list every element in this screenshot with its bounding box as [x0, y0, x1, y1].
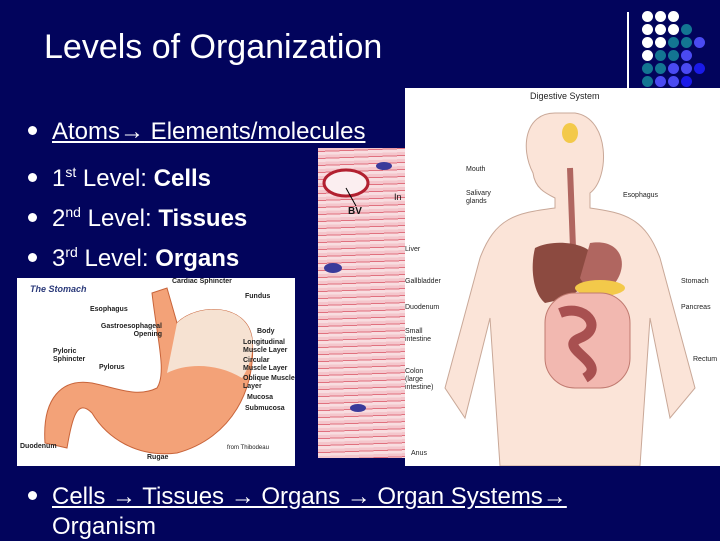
decorative-dot — [668, 24, 679, 35]
image-label: Duodenum — [405, 304, 440, 311]
decorative-dot — [668, 63, 679, 74]
decorative-dot — [668, 11, 679, 22]
decorative-dot — [642, 11, 653, 22]
decorative-dot — [681, 50, 692, 61]
bullet-icon — [28, 213, 37, 223]
decorative-dot — [642, 76, 653, 87]
image-label: Circular Muscle Layer — [243, 357, 288, 372]
level-number: 3 — [52, 245, 66, 272]
summary-link[interactable]: Cells → Tissues → Organs → Organ Systems… — [52, 483, 567, 510]
cardiac-muscle-image: BV In — [318, 148, 406, 458]
image-label: Pancreas — [681, 304, 711, 311]
decorative-dot — [681, 24, 692, 35]
digestive-system-image: Digestive System Mouth Salivary glands E… — [405, 88, 720, 466]
decorative-dot — [655, 37, 666, 48]
image-label: from Thibodeau — [227, 445, 269, 451]
ordinal: nd — [65, 204, 81, 220]
link-elements[interactable]: Elements/molecules — [144, 118, 366, 145]
decorative-dot — [681, 76, 692, 87]
bullet-level-2: 2nd Level: Tissues — [28, 198, 247, 233]
image-label: Fundus — [245, 293, 271, 300]
level-name: Cells — [153, 165, 212, 192]
image-label: Mouth — [466, 166, 486, 173]
decorative-dot — [668, 50, 679, 61]
decorative-dot — [642, 63, 653, 74]
image-label: Gallbladder — [405, 278, 441, 285]
image-label: Anus — [411, 450, 427, 457]
image-label: Body — [257, 328, 275, 335]
image-title: The Stomach — [30, 284, 87, 294]
image-label: Submucosa — [245, 405, 285, 412]
link-atoms[interactable]: Atoms — [52, 118, 121, 145]
decorative-dot — [655, 24, 666, 35]
image-label: Rugae — [147, 454, 169, 461]
image-label: Colon (large intestine) — [405, 368, 434, 391]
decorative-divider — [627, 12, 629, 90]
decorative-dot — [668, 76, 679, 87]
decorative-dot — [681, 63, 692, 74]
decorative-dot — [681, 37, 692, 48]
bullet-atoms: Atoms→ Elements/molecules — [28, 118, 365, 146]
decorative-dot — [642, 37, 653, 48]
image-label: Stomach — [681, 278, 709, 285]
decorative-dot — [655, 11, 666, 22]
arrow-icon: → — [120, 118, 145, 145]
level-name: Organs — [155, 245, 240, 272]
image-label: Oblique Muscle Layer — [243, 375, 295, 390]
level-number: 1 — [52, 165, 66, 192]
image-label: Duodenum — [20, 443, 57, 450]
level-label: Level: — [80, 205, 159, 232]
decorative-dot — [668, 37, 679, 48]
image-label: Esophagus — [90, 306, 128, 313]
image-label: Salivary glands — [466, 190, 491, 205]
bullet-level-1: 1st Level: Cells — [28, 158, 211, 193]
decorative-dot — [655, 63, 666, 74]
image-label: BV — [348, 206, 362, 217]
bullet-icon — [28, 253, 37, 263]
image-label: Rectum — [693, 356, 718, 363]
bullet-icon — [28, 491, 37, 501]
level-name: Tissues — [158, 205, 248, 232]
level-label: Level: — [77, 245, 156, 272]
ordinal: st — [65, 164, 77, 180]
level-label: Level: — [76, 165, 154, 192]
decorative-dot — [694, 63, 705, 74]
decorative-dot — [655, 50, 666, 61]
image-label: Liver — [405, 246, 421, 253]
stomach-image: The Stomach Cardiac Sphincter Fundus Eso… — [17, 278, 295, 466]
image-label: Mucosa — [247, 394, 274, 401]
image-label: Gastroesophageal Opening — [100, 323, 162, 338]
ordinal: rd — [65, 244, 78, 260]
image-label: Cardiac Sphincter — [172, 278, 232, 285]
image-label: In — [394, 192, 402, 202]
bullet-icon — [28, 126, 37, 136]
level-number: 2 — [52, 205, 66, 232]
bullet-summary: Cells → Tissues → Organs → Organ Systems… — [28, 483, 567, 511]
image-label: Small intestine — [405, 328, 432, 343]
bullet-icon — [28, 173, 37, 183]
slide-title: Levels of Organization — [44, 28, 383, 66]
image-title: Digestive System — [530, 91, 600, 101]
image-label: Pyloric Sphincter — [53, 348, 86, 363]
decorative-dot — [694, 37, 705, 48]
bullet-level-3: 3rd Level: Organs — [28, 238, 239, 273]
image-label: Pylorus — [99, 364, 125, 371]
decorative-dot — [642, 24, 653, 35]
summary-continuation: Organism — [52, 513, 157, 540]
image-label: Longitudinal Muscle Layer — [243, 339, 288, 354]
image-label: Esophagus — [623, 192, 659, 199]
decorative-dot — [655, 76, 666, 87]
decorative-dot — [642, 50, 653, 61]
